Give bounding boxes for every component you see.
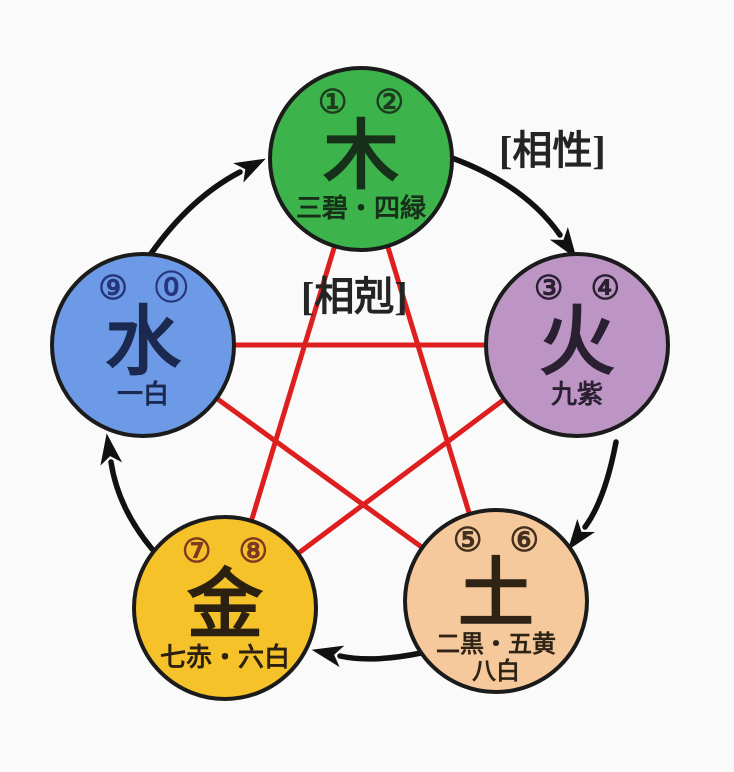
element-circle-fire: ③ ④ 火 九紫 (484, 252, 670, 438)
wood-number-1: ① (317, 85, 348, 121)
metal-numbers: ⑦ ⑧ (182, 536, 268, 569)
element-circle-metal: ⑦ ⑧ 金 七赤・六白 (132, 515, 318, 701)
element-circle-earth: ⑤ ⑥ 土 二黒・五黄 八白 (403, 508, 589, 694)
fire-kanji: 火 (539, 301, 615, 385)
arrow-earth-to-metal (311, 645, 424, 668)
earth-kanji: 土 (458, 553, 534, 637)
metal-kanji: 金 (187, 564, 263, 648)
wood-kanji: 木 (323, 115, 399, 199)
earth-numbers: ⑤ ⑥ (453, 525, 539, 558)
wood-number-2: ② (374, 85, 405, 121)
wood-subtitle: 三碧・四緑 (295, 194, 426, 224)
metal-subtitle: 七赤・六白 (159, 643, 290, 673)
earth-subtitle-2: 八白 (472, 658, 520, 685)
wood-numbers: ① ② (318, 87, 404, 120)
metal-number-1: ⑦ (181, 534, 212, 570)
arrow-fire-to-earth (567, 439, 619, 551)
metal-number-2: ⑧ (238, 534, 269, 570)
generating-cycle-label: [相性] (499, 128, 606, 173)
fire-subtitle: 九紫 (550, 380, 603, 410)
fire-number-2: ④ (590, 271, 621, 307)
water-number-1: ⑨ (98, 271, 128, 307)
element-circle-water: ⑨ ⓪ 水 一白 (50, 252, 236, 438)
fire-numbers: ③ ④ (534, 273, 620, 306)
water-kanji: 水 (105, 301, 181, 385)
arrow-metal-to-water (100, 433, 155, 552)
arrow-water-to-wood (147, 158, 266, 258)
water-subtitle: 一白 (116, 380, 169, 410)
overcoming-cycle-label: [相剋] (301, 274, 408, 319)
water-number-2: ⓪ (154, 271, 188, 307)
fire-number-1: ③ (533, 271, 564, 307)
element-circle-wood: ① ② 木 三碧・四緑 (268, 66, 454, 252)
earth-number-2: ⑥ (509, 523, 540, 559)
water-numbers: ⑨ ⓪ (98, 273, 188, 306)
earth-number-1: ⑤ (452, 523, 483, 559)
arrow-wood-to-fire (449, 155, 577, 259)
earth-subtitle: 二黒・五黄 (436, 632, 556, 659)
